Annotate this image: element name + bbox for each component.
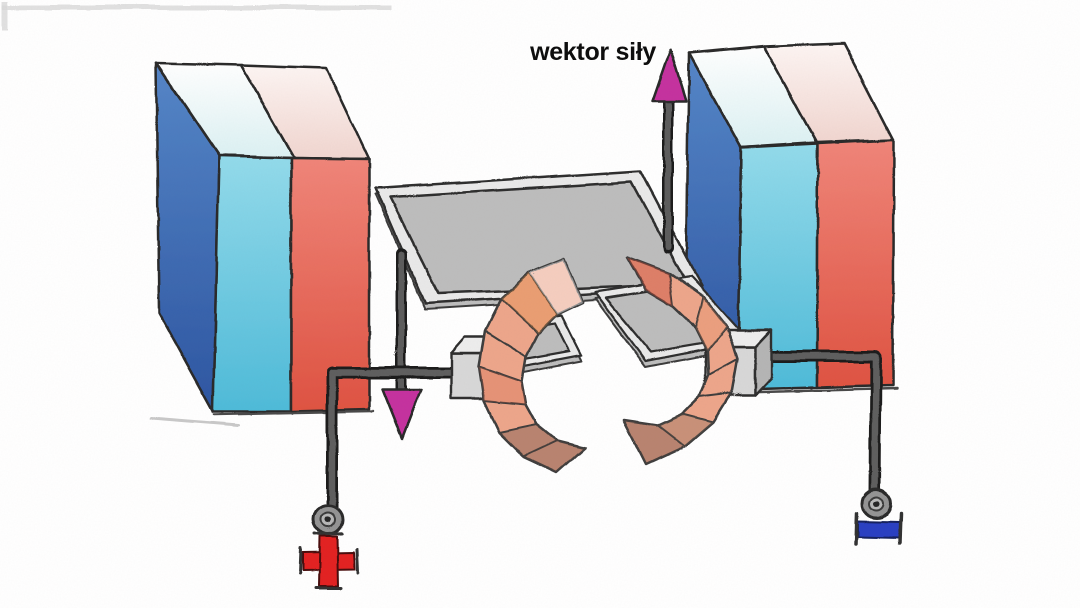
force-vector-label: wektor siły [530, 38, 656, 66]
